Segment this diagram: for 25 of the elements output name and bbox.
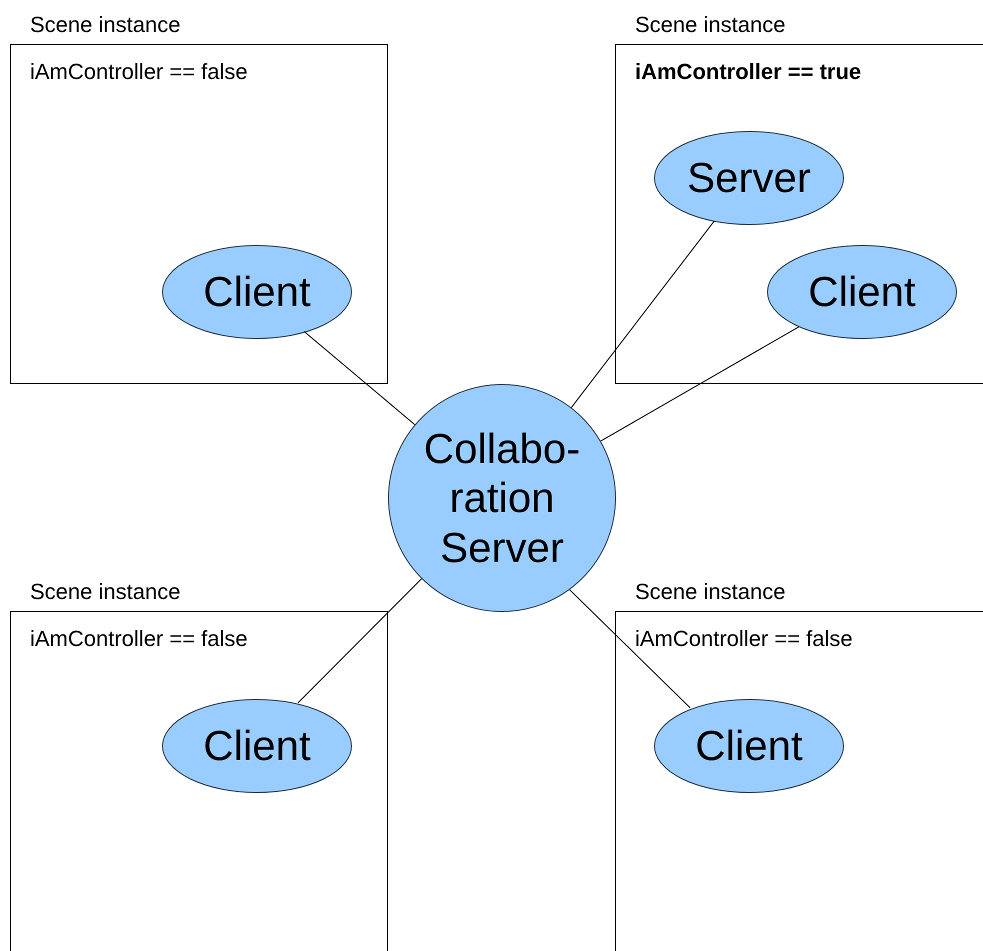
node-label: Client: [808, 267, 916, 317]
node-label: Collabo- ration Server: [422, 424, 582, 572]
box-heading: Scene instance: [30, 578, 180, 606]
controller-state: iAmController == false: [30, 625, 248, 653]
connector-line: [304, 331, 416, 426]
controller-state: iAmController == false: [30, 58, 248, 86]
connector-line: [298, 578, 422, 704]
component-ellipse: [654, 131, 844, 225]
connector-line: [570, 220, 715, 408]
connector-line: [600, 326, 800, 442]
node-label: Client: [695, 721, 803, 771]
component-ellipse: [654, 699, 844, 793]
controller-state: iAmController == false: [635, 625, 853, 653]
connector-line: [569, 589, 691, 708]
component-ellipse: [162, 699, 352, 793]
node-label: Client: [203, 267, 311, 317]
component-ellipse: [767, 245, 957, 339]
server-circle: [388, 384, 616, 612]
box-heading: Scene instance: [635, 578, 786, 606]
controller-state: iAmController == true: [635, 58, 862, 86]
node-label: Server: [687, 153, 811, 203]
node-label: Client: [203, 721, 311, 771]
component-ellipse: [162, 245, 352, 339]
box-heading: Scene instance: [635, 11, 786, 39]
box-heading: Scene instance: [30, 11, 180, 39]
